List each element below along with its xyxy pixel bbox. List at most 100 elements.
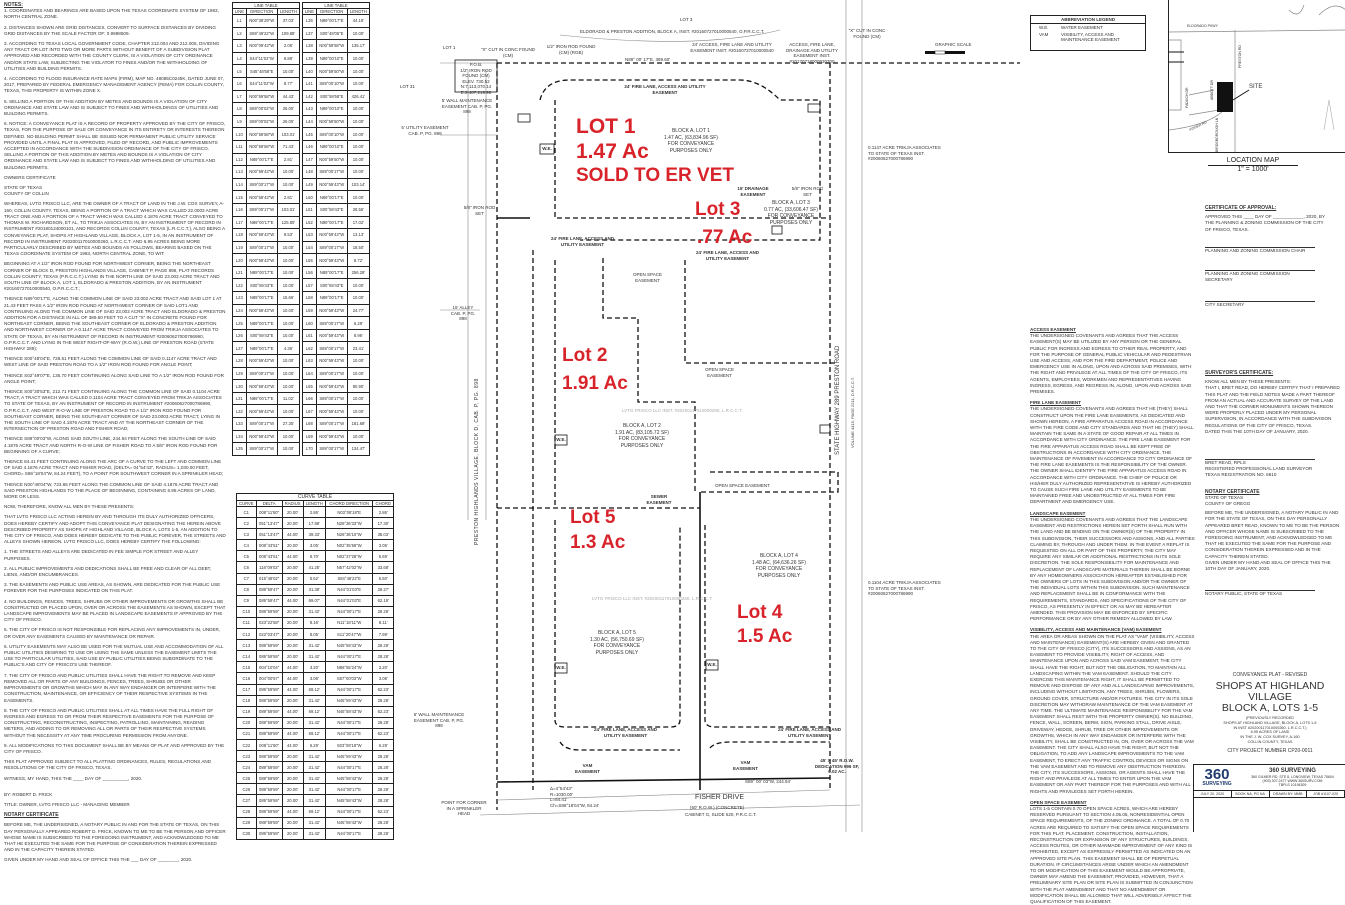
lot4-label: Lot 4 [737,602,783,623]
legend-title: ABBREVIATION LEGEND [1031,16,1145,24]
table-cell: 3.08' [372,672,394,685]
street-label: BIRDSBOROUGH LN [1215,117,1219,152]
firm-phone: (903) 307-2477 [1262,779,1287,784]
fisher-drive-label: FISHER DRIVE [695,794,745,801]
highway-label: STATE HIGHWAY 289 PRESTON ROAD [835,345,841,455]
block-line: FOR CONVEYANCE [767,213,815,219]
notes-title: NOTES: [4,2,23,8]
fire-lane-label: 24' FIRE LANE, ACCESS AND UTILITY EASEME… [594,727,657,738]
notary-signature: NOTARY PUBLIC, STATE OF TEXAS [1205,590,1315,597]
project-number: CITY PROJECT NUMBER CP20-0011 [1227,747,1313,754]
surveyor-name: BRET READ, RPLS [1205,459,1315,466]
open-space-label: OPEN SPACE EASEMENT [633,272,662,283]
block-line: 1.47 AC, (63,834.96 SF) [664,134,718,141]
table-cell: 31.42' [302,816,326,829]
highway-sub: VOLUME 4415, PAGE 2211, D.R.C.C.T. [850,377,855,448]
lvtg-label: LVTG FRISCO LLC INST. #20200117010000260… [622,408,743,413]
access-easement-label: ACCESS, FIRE LANE, DRAINAGE AND UTILITY … [785,42,838,64]
table-cell: 8.88' [276,51,301,66]
table-cell: 10.00' [346,165,371,179]
drainage-easement-label: 15' DRAINAGE EASEMENT [737,186,769,197]
notary-state: STATE OF TEXAS [1205,494,1244,500]
water-easement-box [807,103,821,113]
block-line: PURPOSES ONLY [757,572,801,579]
block-line: BLOCK A, LOT 5 [597,630,636,636]
now-text: NOW, THEREFORE, KNOW ALL MEN BY THESE PR… [4,504,135,510]
lot3-label: Lot 3 [695,199,741,220]
block-line: PURPOSES ONLY [620,442,664,449]
north-bearing: N89° 00' 17"E, 389.60' [625,57,671,62]
surveyor-license: TEXAS REGISTRATION NO. 6610 [1205,472,1277,478]
notary-given: GIVEN UNDER MY HAND AND SEAL OF OFFICE T… [1205,559,1331,572]
table-cell: L70 [302,442,317,456]
lot31-label: LOT 31 [400,84,415,89]
block-line: FOR CONVEYANCE [593,643,641,649]
legend-text: VISIBILITY, ACCESS AND MAINTENANCE EASEM… [1061,32,1120,42]
site-label: SITE [1249,84,1263,90]
easement-title: FIRE LANE EASEMENT [1030,400,1082,406]
water-easement-box [554,434,568,446]
signature-line: PLANNING AND ZONING COMMISSION SECRETARY [1205,270,1315,283]
iron-rod-label: 1/2" IRON ROD FOUND (CM) (RGB) [546,44,596,55]
street-label: PADUCH DR [1185,87,1189,108]
block-line: PURPOSES ONLY [669,147,713,154]
logo-number: 360 [1204,766,1230,783]
state-label: STATE OF TEXAS [4,185,43,191]
street-label: PRESTON RD [1238,45,1242,68]
note-item: 6. NOTICE: A CONVEYANCE PLAT IS A RECORD… [4,121,226,170]
utility-easement-label: 5' UTILITY EASEMENT CAB. P, PG. 898 [401,125,449,136]
location-map-drawing [1169,4,1345,152]
fire-lane-label: 24' FIRE LANE, ACCESS AND UTILITY EASEME… [624,84,706,95]
thence-text: THENCE 84.41 FEET CONTINUING ALONG THE A… [4,459,224,477]
title-sub-line: SHOPS AT HIGHLAND VILLAGE, BLOCK A, LOTS… [1223,720,1317,725]
lot3-area: .77 Ac [697,227,753,248]
easement-text: LOTS 1-5 CONTAIN 0.70 OPEN SPACE ACRES, … [1030,806,1193,905]
curve-callout: Δ=4°54'43"R=1030.00'L=84.41'Ch=S86°18'04… [550,786,599,808]
notary-county: COUNTY OF GREGG [1205,501,1251,507]
block-line: 0.77 AC, (33,606.47 SF) [764,206,818,213]
block-line: BLOCK A, LOT 4 [759,553,798,559]
plat-subtitle: BLOCK A, LOTS 1-5 [1221,702,1319,714]
table-cell: 10.00' [276,177,301,192]
easement-text: THE UNDERSIGNED COVENANTS AND AGREES THA… [1030,516,1195,622]
county-label: COUNTY OF COLLIN [4,191,49,197]
fire-lane-line [539,79,821,241]
vam-label: VAM EASEMENT [575,763,601,774]
dedication-item: 8. THE CITY OF FRISCO AND PUBLIC UTILITI… [4,707,214,738]
surveyor-title: SURVEYOR'S CERTIFICATE: [1205,370,1274,376]
firm-web: WWW.360SURV.COM [1287,779,1323,784]
iron-rod-label: 5/8" IRON ROD SET [791,186,824,197]
title-block: CONVEYANCE PLAT - REVISED SHOPS AT HIGHL… [1195,672,1345,754]
table-cell: 10.00' [346,26,371,41]
easement-title: OPEN SPACE EASEMENT [1030,799,1087,805]
plat-title: SHOPS AT HIGHLAND VILLAGE [1215,680,1325,703]
x-cut-label: "X" CUT IN CONC FOUND (CM) [848,28,886,39]
note-item: 1. COORDINATES AND BEARINGS ARE BASED UP… [4,8,219,20]
whereas-text: WHEREAS, LVTG FRISCO LLC, ARE THE OWNER … [4,201,225,257]
legend-abbr: W.E. [1039,25,1049,30]
notary-title: NOTARY CERTIFICATE [1205,488,1260,495]
